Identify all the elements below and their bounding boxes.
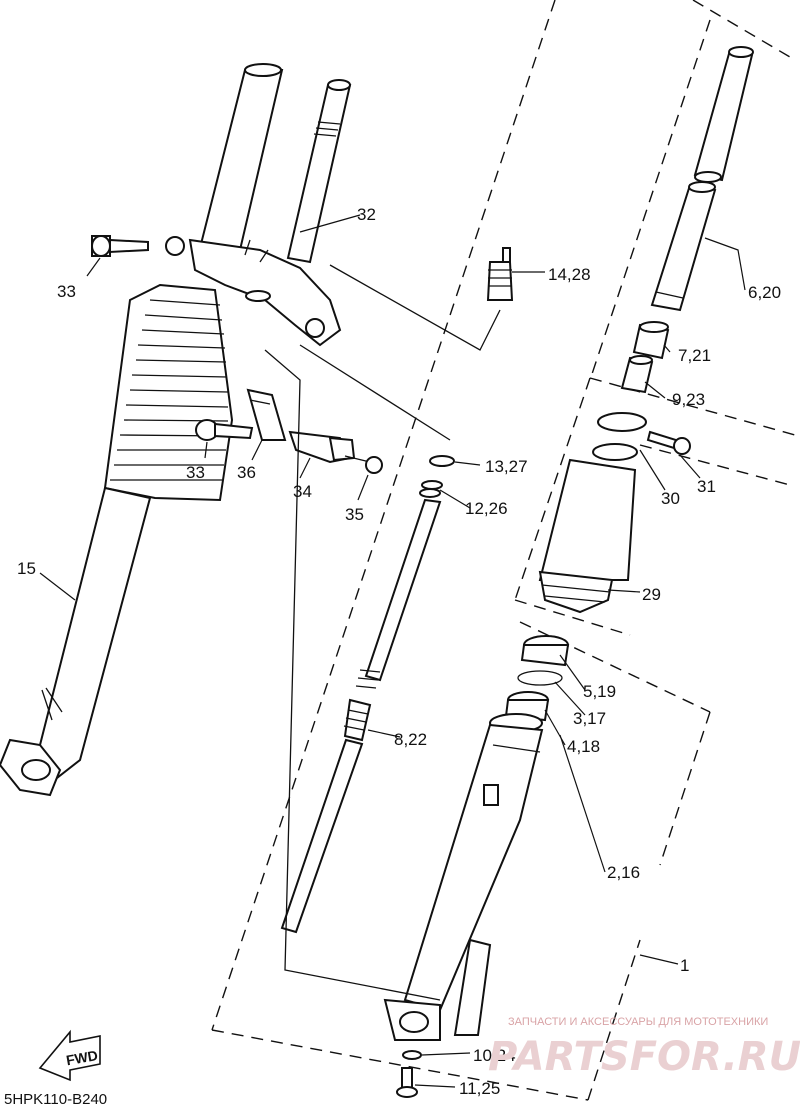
fwd-arrow-icon: FWD (38, 1029, 101, 1082)
bushing-7 (632, 321, 670, 360)
holder-34 (288, 430, 356, 464)
washer-10 (402, 1050, 422, 1060)
callout-12-26: 12,26 (465, 499, 508, 518)
callout-33-lower: 33 (186, 463, 205, 482)
callout-1: 1 (680, 956, 689, 975)
fork-boot-assembled (103, 283, 234, 502)
callout-labels: 1 2,16 3,17 4,18 5,19 6,20 7,21 8,22 9,2… (17, 205, 781, 1098)
callout-9-23: 9,23 (672, 390, 705, 409)
callout-7-21: 7,21 (678, 346, 711, 365)
fwd-label: FWD (65, 1047, 99, 1068)
inner-tube-exploded (693, 46, 754, 183)
callout-36: 36 (237, 463, 256, 482)
callout-34: 34 (293, 482, 312, 501)
bolt-11 (396, 1067, 418, 1098)
callout-29: 29 (642, 585, 661, 604)
callout-30: 30 (661, 489, 680, 508)
callout-3-17: 3,17 (573, 709, 606, 728)
callout-4-18: 4,18 (567, 737, 600, 756)
callout-33-upper: 33 (57, 282, 76, 301)
watermark: ЗАПЧАСТИ И АКСЕССУАРЫ ДЛЯ МОТОТЕХНИКИ PA… (488, 1016, 800, 1080)
bracket-36 (246, 388, 287, 441)
outer-tube-2 (383, 713, 544, 1041)
diagram-code: 5HPK110-B240 (4, 1091, 107, 1108)
callout-2-16: 2,16 (607, 863, 640, 882)
callout-32: 32 (357, 205, 376, 224)
bolt-35 (344, 455, 383, 474)
callout-5-19: 5,19 (583, 682, 616, 701)
watermark-tagline: ЗАПЧАСТИ И АКСЕССУАРЫ ДЛЯ МОТОТЕХНИКИ (508, 1016, 768, 1028)
callout-8-22: 8,22 (394, 730, 427, 749)
watermark-brand: PARTSFOR.RU (488, 1034, 800, 1080)
callout-35: 35 (345, 505, 364, 524)
bolt-33-lower (195, 419, 254, 441)
callout-31: 31 (697, 477, 716, 496)
callout-10-24: 10,24 (473, 1046, 516, 1065)
assembled-fork (0, 63, 352, 797)
damper-rod-assembly (280, 455, 455, 934)
bolt-33-upper (91, 235, 149, 257)
oil-seal-5 (520, 635, 570, 667)
callout-15: 15 (17, 559, 36, 578)
valve-14 (486, 247, 514, 301)
callout-11-25: 11,25 (459, 1079, 500, 1098)
bolt-31 (646, 430, 691, 455)
callout-6-20: 6,20 (748, 283, 781, 302)
assembly-boundary (211, 0, 796, 1101)
callout-14-28: 14,28 (548, 265, 591, 284)
boot-29 (538, 412, 647, 614)
spacer-9 (620, 355, 654, 394)
callout-13-27: 13,27 (485, 457, 528, 476)
slide-tube-6 (650, 181, 717, 312)
leader-lines (39, 214, 746, 1088)
clip-3 (517, 670, 563, 686)
